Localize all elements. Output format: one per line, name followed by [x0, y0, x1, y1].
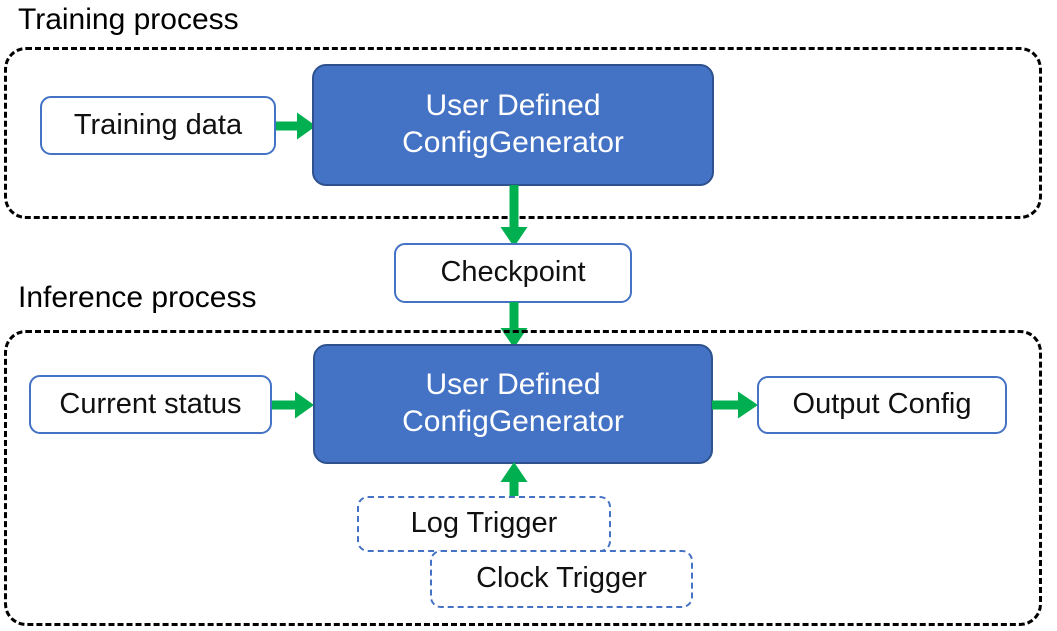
arrow-triggers-to-generator — [500, 462, 528, 504]
arrow-generator-to-checkpoint — [500, 185, 528, 247]
inference-config-generator-box[interactable]: User Defined ConfigGenerator — [313, 344, 713, 464]
training-data-label: Training data — [73, 108, 243, 141]
inference-process-title: Inference process — [18, 281, 257, 314]
output-config-box[interactable]: Output Config — [757, 376, 1007, 434]
clock-trigger-box[interactable]: Clock Trigger — [430, 550, 693, 608]
training-process-title: Training process — [18, 3, 239, 36]
output-config-label: Output Config — [792, 388, 972, 421]
current-status-label: Current status — [59, 387, 242, 420]
arrow-current-status-to-generator — [272, 391, 314, 419]
training-process-container — [4, 47, 1042, 219]
checkpoint-box[interactable]: Checkpoint — [394, 243, 632, 303]
arrow-checkpoint-to-inference-generator — [500, 302, 528, 348]
inference-process-container — [4, 330, 1042, 626]
arrow-training-data-to-generator — [276, 112, 316, 140]
inference-generator-line1: User Defined — [425, 368, 601, 402]
arrow-generator-to-output-config — [712, 391, 758, 419]
current-status-box[interactable]: Current status — [29, 375, 272, 434]
training-data-box[interactable]: Training data — [40, 96, 276, 155]
training-generator-line1: User Defined — [425, 89, 601, 123]
training-generator-line2: ConfigGenerator — [402, 126, 624, 159]
checkpoint-label: Checkpoint — [440, 256, 586, 289]
log-trigger-box[interactable]: Log Trigger — [357, 496, 611, 552]
inference-generator-line2: ConfigGenerator — [402, 405, 624, 438]
clock-trigger-label: Clock Trigger — [476, 562, 647, 595]
training-config-generator-box[interactable]: User Defined ConfigGenerator — [312, 64, 714, 186]
log-trigger-label: Log Trigger — [410, 507, 558, 540]
